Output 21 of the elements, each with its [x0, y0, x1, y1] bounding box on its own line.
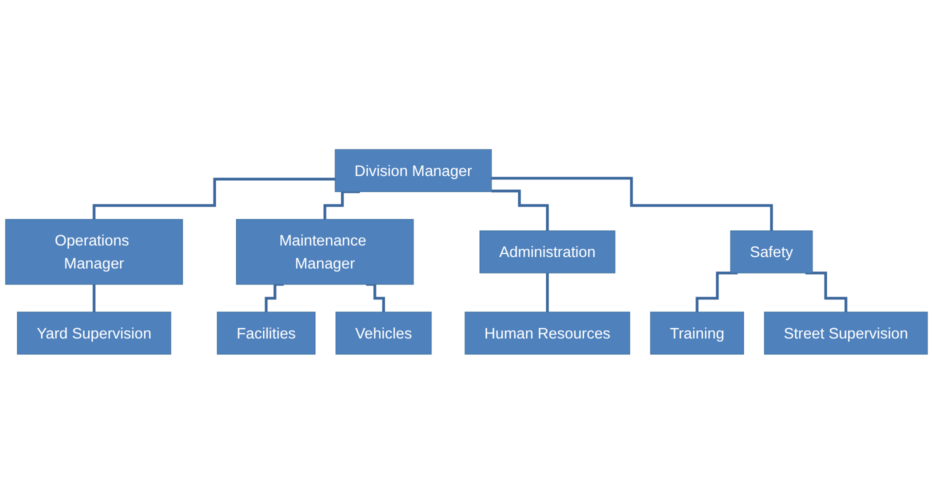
connector — [491, 176, 773, 232]
node-box: Human Resources — [464, 312, 630, 355]
connector — [696, 272, 738, 314]
connector — [92, 178, 336, 221]
connector — [366, 283, 385, 314]
node-box: Training — [650, 312, 744, 355]
connector — [491, 190, 549, 232]
node-box: Operations Manager — [5, 219, 183, 285]
node-box: Street Supervision — [764, 312, 928, 355]
node-box: Administration — [480, 230, 616, 274]
connector — [92, 283, 96, 314]
node-box: Maintenance Manager — [236, 219, 414, 285]
node-box: Division Manager — [334, 149, 492, 192]
node-box: Vehicles — [336, 312, 432, 355]
connector — [805, 272, 848, 314]
node-box: Safety — [730, 230, 813, 274]
connector — [324, 190, 360, 221]
connector — [546, 272, 549, 314]
node-box: Yard Supervision — [17, 312, 172, 355]
node-box: Facilities — [216, 312, 316, 355]
connector — [264, 283, 284, 314]
